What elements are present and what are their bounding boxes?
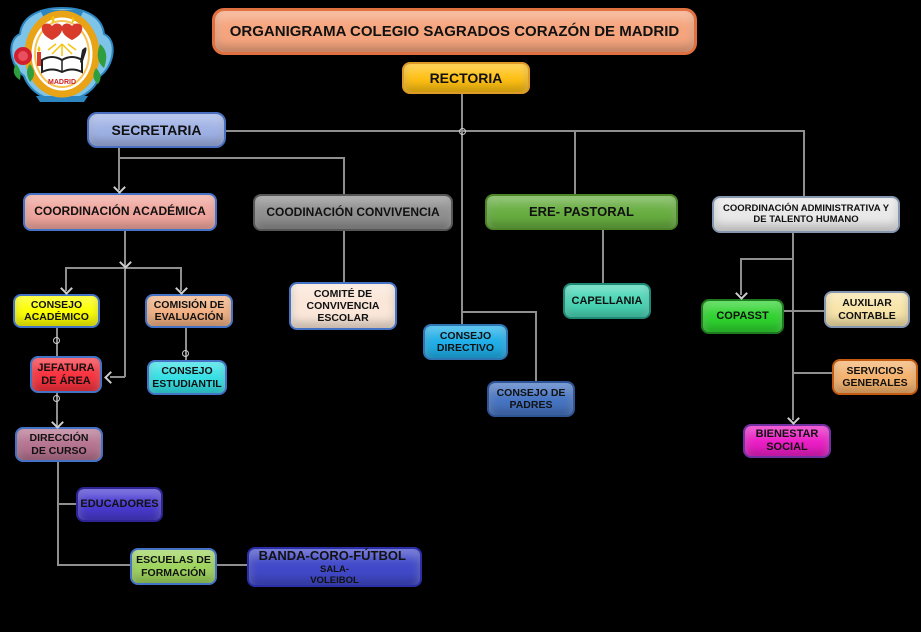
connector [110, 376, 125, 378]
chart-title: ORGANIGRAMA COLEGIO SAGRADOS CORAZÓN DE … [212, 8, 697, 55]
connector [740, 258, 742, 295]
connector [118, 148, 120, 190]
connector [118, 157, 345, 159]
connector [602, 230, 604, 283]
node-banda-coro-futbol: BANDA-CORO-FÚTBOL SALA- VOLEIBOL [247, 547, 422, 587]
node-copasst: COPASST [701, 299, 784, 334]
connector [56, 393, 58, 427]
node-consejo-estudiantil: CONSEJO ESTUDIANTIL [147, 360, 227, 395]
connector [65, 267, 67, 291]
node-rectoria: RECTORIA [402, 62, 530, 94]
connector [343, 231, 345, 282]
connector-dot [53, 395, 60, 402]
connector [57, 462, 59, 566]
connector [185, 328, 187, 360]
node-coordinacion-convivencia: COODINACIÓN CONVIVENCIA [253, 194, 453, 231]
connector [461, 311, 537, 313]
node-educadores: EDUCADORES [76, 487, 163, 522]
connector [180, 267, 182, 291]
connector [124, 231, 126, 268]
connector [803, 130, 805, 196]
node-servicios-generales: SERVICIOS GENERALES [832, 359, 918, 395]
school-crest-logo: MADRID [10, 6, 114, 103]
node-bienestar-social: BIENESTAR SOCIAL [743, 424, 831, 458]
node-comision-de-evaluacion: COMISIÓN DE EVALUACIÓN [145, 294, 233, 328]
arrowhead-icon [104, 371, 117, 384]
node-consejo-academico: CONSEJO ACADÉMICO [13, 294, 100, 328]
arrowhead-icon [60, 282, 73, 295]
connector [217, 564, 247, 566]
connector [461, 94, 463, 324]
connector [65, 267, 182, 269]
chart-title-text: ORGANIGRAMA COLEGIO SAGRADOS CORAZÓN DE … [229, 22, 680, 40]
node-capellania: CAPELLANIA [563, 283, 651, 319]
arrowhead-icon [787, 412, 800, 425]
connector [124, 267, 126, 377]
node-ere-pastoral: ERE- PASTORAL [485, 194, 678, 230]
node-consejo-directivo: CONSEJO DIRECTIVO [423, 324, 508, 360]
logo-motto-text: MADRID [48, 79, 76, 86]
arrowhead-icon [113, 181, 126, 194]
node-escuelas-de-formacion: ESCUELAS DE FORMACIÓN [130, 548, 217, 585]
connector-dot [459, 128, 466, 135]
arrowhead-icon [735, 287, 748, 300]
connector [343, 157, 345, 194]
node-secretaria: SECRETARIA [87, 112, 226, 148]
node-consejo-de-padres: CONSEJO DE PADRES [487, 381, 575, 417]
connector [226, 130, 805, 132]
connector [57, 503, 76, 505]
node-jefatura-de-area: JEFATURA DE ÁREA [30, 356, 102, 393]
arrowhead-icon [175, 282, 188, 295]
connector [574, 130, 576, 194]
node-coordinacion-academica: COORDINACIÓN ACADÉMICA [23, 193, 217, 231]
node-comite-convivencia-escolar: COMITÉ DE CONVIVENCIA ESCOLAR [289, 282, 397, 330]
node-coordinacion-administrativa: COORDINACIÓN ADMINISTRATIVA Y DE TALENTO… [712, 196, 900, 233]
connector [792, 372, 832, 374]
connector [535, 311, 537, 381]
node-direccion-de-curso: DIRECCIÓN DE CURSO [15, 427, 103, 462]
connector-dot [53, 337, 60, 344]
connector [740, 258, 794, 260]
connector [792, 233, 794, 420]
connector-dot [182, 350, 189, 357]
connector [784, 310, 824, 312]
connector [57, 564, 130, 566]
node-auxiliar-contable: AUXILIAR CONTABLE [824, 291, 910, 328]
